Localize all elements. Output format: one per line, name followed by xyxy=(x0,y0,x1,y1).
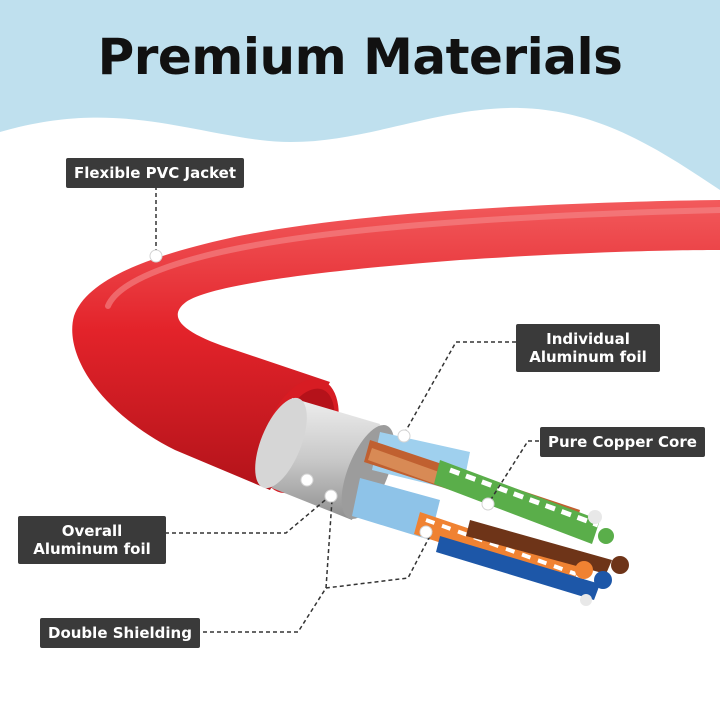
label-overall-line1: Overall xyxy=(61,522,123,540)
leader-dots xyxy=(149,249,495,539)
label-overall-line2: Aluminum foil xyxy=(33,540,151,558)
label-overall-aluminum-foil: Overall Aluminum foil xyxy=(18,516,166,564)
twisted-pairs-shape xyxy=(352,432,629,606)
sky-background xyxy=(0,0,720,190)
label-flexible-pvc-jacket: Flexible PVC Jacket xyxy=(66,158,244,188)
label-individual-line2: Aluminum foil xyxy=(529,348,647,366)
label-individual-line1: Individual xyxy=(546,330,630,348)
label-individual-aluminum-foil: Individual Aluminum foil xyxy=(516,324,660,372)
label-pure-copper-core: Pure Copper Core xyxy=(540,427,705,457)
leader-lines xyxy=(155,186,546,633)
label-double-shielding: Double Shielding xyxy=(40,618,200,648)
page-title: Premium Materials xyxy=(97,28,623,86)
